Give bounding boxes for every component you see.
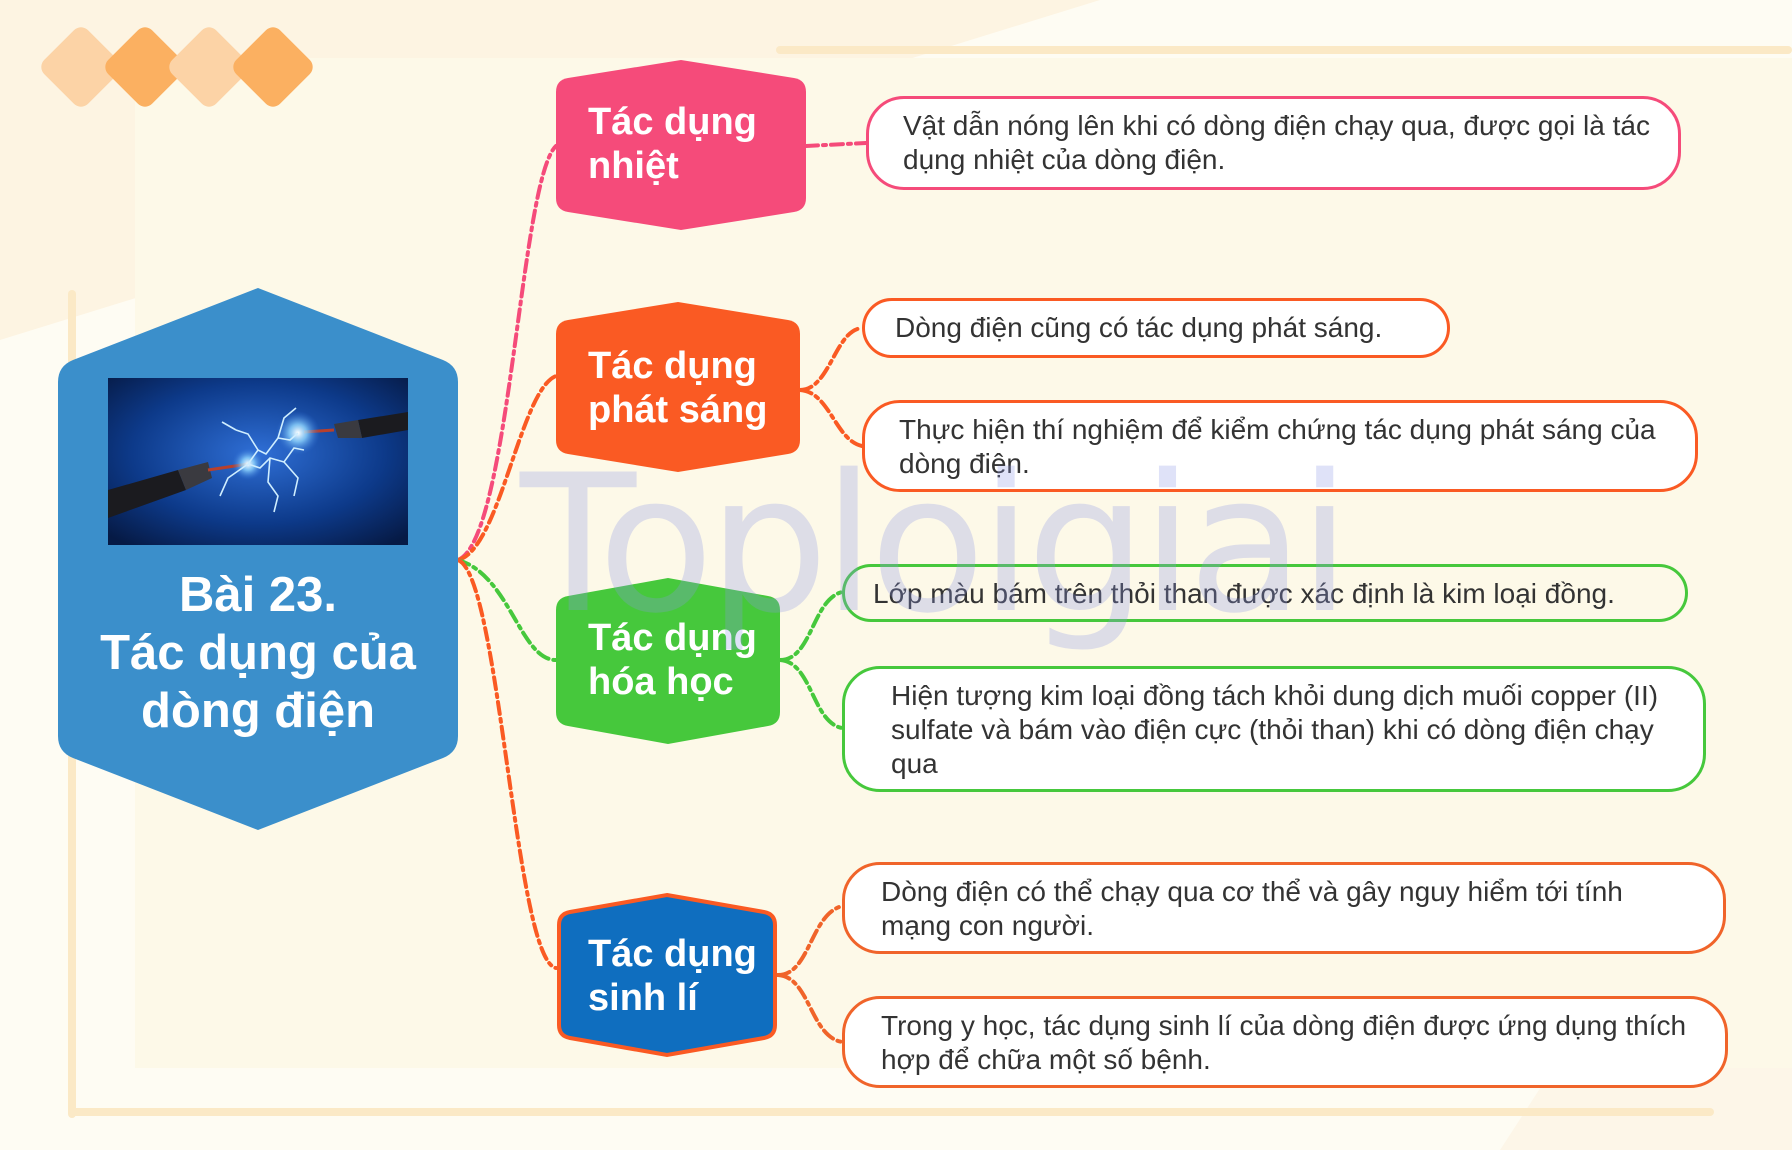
link-chem-d1: [778, 590, 844, 662]
branch-label-light: Tác dụng phát sáng: [588, 345, 768, 431]
branch-label-chemical: Tác dụng hóa học: [588, 617, 757, 703]
detail-chemical-1: Lớp màu bám trên thỏi than được xác định…: [842, 564, 1688, 622]
detail-physiological-2: Trong y học, tác dụng sinh lí của dòng đ…: [842, 996, 1728, 1088]
link-center-heat: [456, 144, 558, 562]
detail-physiological-1: Dòng điện có thể chạy qua cơ thể và gây …: [842, 862, 1726, 954]
detail-light-1: Dòng điện cũng có tác dụng phát sáng.: [862, 298, 1450, 358]
electric-spark-image: [108, 378, 408, 545]
branch-node-physiological: [557, 892, 777, 1058]
branch-label-physiological: Tác dụng sinh lí: [588, 933, 757, 1019]
center-title: Bài 23. Tác dụng của dòng điện: [70, 566, 446, 740]
link-bio-d2: [776, 973, 844, 1044]
link-heat-d1: [804, 141, 868, 148]
detail-light-2: Thực hiện thí nghiệm để kiểm chứng tác d…: [862, 400, 1698, 492]
branch-label-heat: Tác dụng nhiệt: [588, 101, 757, 187]
center-title-line-2: Tác dụng của: [100, 626, 416, 680]
branch-node-light: [556, 302, 800, 472]
link-center-bio: [456, 558, 558, 970]
detail-heat-1: Vật dẫn nóng lên khi có dòng điện chạy q…: [866, 96, 1681, 190]
branch-node-heat: [556, 60, 806, 230]
link-chem-d2: [778, 658, 844, 730]
center-title-line-1: Bài 23.: [179, 568, 337, 622]
center-title-line-3: dòng điện: [140, 684, 376, 738]
center-node: [58, 288, 458, 830]
watermark-text: Toploigiai: [520, 434, 1351, 655]
link-center-light: [456, 374, 558, 562]
link-light-d1: [798, 326, 864, 392]
link-center-chem: [456, 558, 558, 662]
link-bio-d1: [776, 904, 844, 977]
frame-line-top: [776, 46, 1792, 54]
branch-node-chemical: [556, 578, 780, 744]
frame-line-bottom: [68, 1108, 1714, 1116]
link-light-d2: [798, 388, 864, 448]
detail-chemical-2: Hiện tượng kim loại đồng tách khỏi dung …: [842, 666, 1706, 792]
